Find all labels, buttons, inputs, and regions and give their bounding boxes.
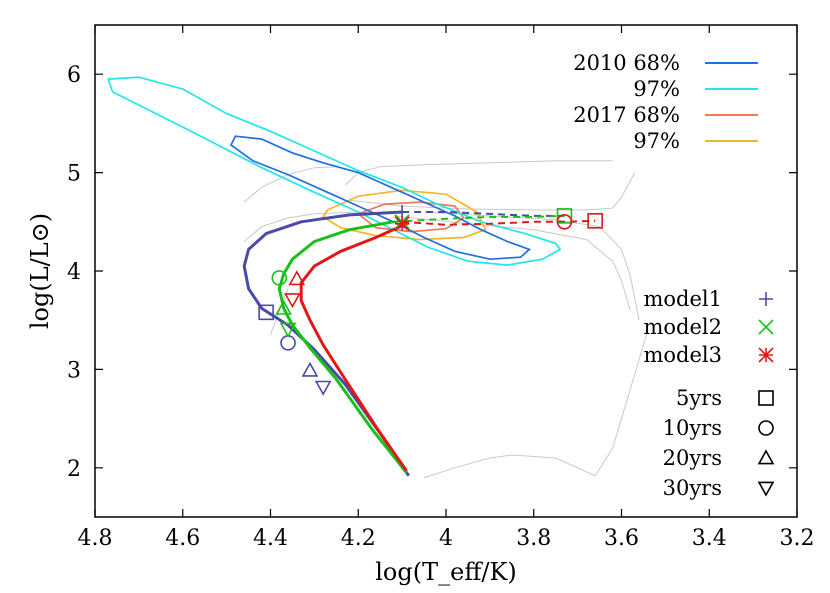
legend-10yrs-marker: [758, 420, 774, 436]
axis-ticks: 4.8 4.6 4.4 4.2 4 3.8 3.6 3.4 3.2 2 3 4 5 6: [67, 25, 815, 551]
model3-star-marker: [394, 216, 410, 232]
model1-extension: [402, 211, 565, 217]
model2-triangle-down-marker: [279, 322, 297, 338]
legend-model-label: model3: [643, 343, 722, 367]
x-tick-label: 4.4: [253, 526, 288, 551]
model1-track: [242, 210, 410, 477]
y-axis-label: log(L/L⊙): [26, 213, 54, 329]
y-tick-label: 3: [67, 358, 81, 383]
x-tick-label: 4: [439, 526, 453, 551]
legend-model2-marker: [758, 319, 774, 335]
y-tick-label: 2: [67, 457, 81, 482]
legend-contour-label: 97%: [633, 77, 680, 101]
legend-epoch-label: 5yrs: [676, 386, 722, 410]
legend-20yrs-marker: [757, 449, 775, 465]
legend-contour-label: 2010 68%: [573, 51, 680, 75]
background-track: [423, 329, 649, 479]
x-tick-label: 4.6: [165, 526, 200, 551]
model3-triangle-down-marker: [284, 293, 301, 309]
y-tick-label: 5: [67, 162, 81, 187]
x-tick-label: 4.8: [78, 526, 113, 551]
model1-plus-marker: [395, 204, 410, 219]
model2-extension: [393, 214, 565, 223]
contour-2010-97-: [107, 76, 562, 266]
model-tracks: [242, 210, 596, 477]
model3-extension: [402, 219, 596, 226]
model1-triangle-up-marker: [301, 361, 319, 377]
contours: [107, 76, 562, 266]
x-tick-label: 3.4: [692, 526, 727, 551]
legend-model-label: model1: [643, 287, 722, 311]
x-tick-label: 3.6: [604, 526, 639, 551]
legend-epoch-label: 10yrs: [663, 416, 722, 440]
legend-model3-marker: [758, 347, 774, 363]
model1-circle-marker: [280, 335, 296, 351]
legend-model-label: model2: [643, 315, 722, 339]
legend-epoch-label: 30yrs: [663, 476, 722, 500]
model1-square-marker: [258, 304, 274, 321]
model1-triangle-down-marker: [314, 380, 332, 396]
legend-30yrs-marker: [757, 481, 775, 497]
model3-square-marker: [587, 213, 603, 229]
legend-epoch-label: 20yrs: [663, 446, 722, 470]
y-tick-label: 4: [67, 260, 81, 285]
legend-5yrs-marker: [758, 390, 774, 406]
model3-circle-marker: [556, 214, 573, 230]
background-track: [424, 211, 640, 321]
y-tick-label: 6: [67, 63, 81, 88]
legend-contour-label: 2017 68%: [573, 103, 680, 127]
contour-2010-68-: [229, 135, 532, 261]
model3-track: [299, 220, 408, 472]
contour-2017-97-: [321, 189, 487, 241]
model2-circle-marker: [271, 270, 288, 286]
model2-track: [277, 220, 408, 474]
model2-square-marker: [556, 208, 573, 224]
x-tick-label: 3.8: [516, 526, 551, 551]
x-tick-label: 3.2: [780, 526, 815, 551]
x-axis-label: log(T_eff/K): [375, 558, 517, 586]
epoch-markers: [258, 204, 603, 396]
model3-triangle-up-marker: [288, 270, 306, 286]
contour-2017-68-: [356, 201, 465, 233]
x-tick-label: 4.2: [341, 526, 376, 551]
legend: 2010 68%97%2017 68%97%model1model2model3…: [573, 51, 775, 500]
background-track: [243, 211, 359, 242]
background-track: [349, 172, 636, 211]
model2-triangle-up-marker: [275, 299, 293, 315]
legend-model1-marker: [759, 292, 773, 306]
legend-contour-label: 97%: [633, 129, 680, 153]
